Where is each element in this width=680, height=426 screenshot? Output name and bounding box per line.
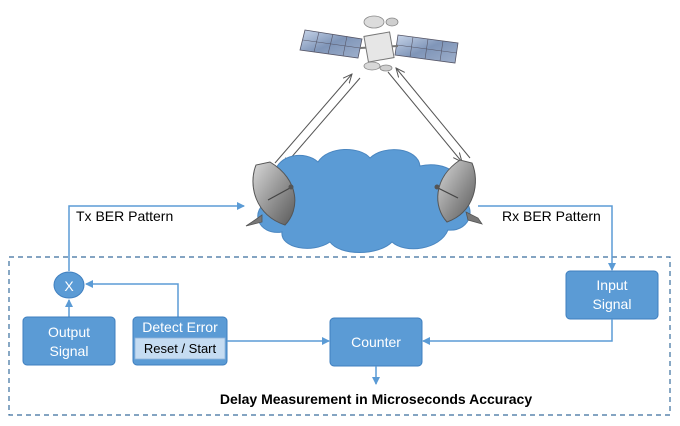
detect-to-multiplier-arrow bbox=[85, 280, 179, 318]
output-signal-box bbox=[22, 316, 116, 366]
uplink-downlink-arrows bbox=[274, 68, 471, 167]
multiplier-node bbox=[53, 271, 85, 299]
output-signal-label-2: Signal bbox=[50, 343, 89, 359]
tx-label: Tx BER Pattern bbox=[76, 208, 173, 224]
tx-connector bbox=[68, 202, 245, 271]
output-signal-label-1: Output bbox=[48, 324, 90, 340]
input-to-counter-arrow bbox=[422, 319, 613, 345]
diagram-caption: Delay Measurement in Microseconds Accura… bbox=[220, 391, 532, 407]
measurement-enclosure bbox=[8, 256, 671, 416]
reset-start-label: Reset / Start bbox=[144, 341, 217, 356]
satellite-dish-icon bbox=[434, 159, 483, 225]
satellite-icon bbox=[299, 15, 459, 72]
rx-label: Rx BER Pattern bbox=[502, 208, 601, 224]
multiplier-symbol: X bbox=[64, 278, 74, 294]
input-signal-label-1: Input bbox=[596, 277, 627, 293]
satellite-dish-icon bbox=[245, 161, 296, 227]
input-signal-label-2: Signal bbox=[593, 296, 632, 312]
counter-label: Counter bbox=[351, 334, 401, 350]
rx-connector bbox=[478, 205, 616, 271]
reset-start-box bbox=[134, 337, 226, 360]
detect-error-label: Detect Error bbox=[142, 319, 218, 335]
